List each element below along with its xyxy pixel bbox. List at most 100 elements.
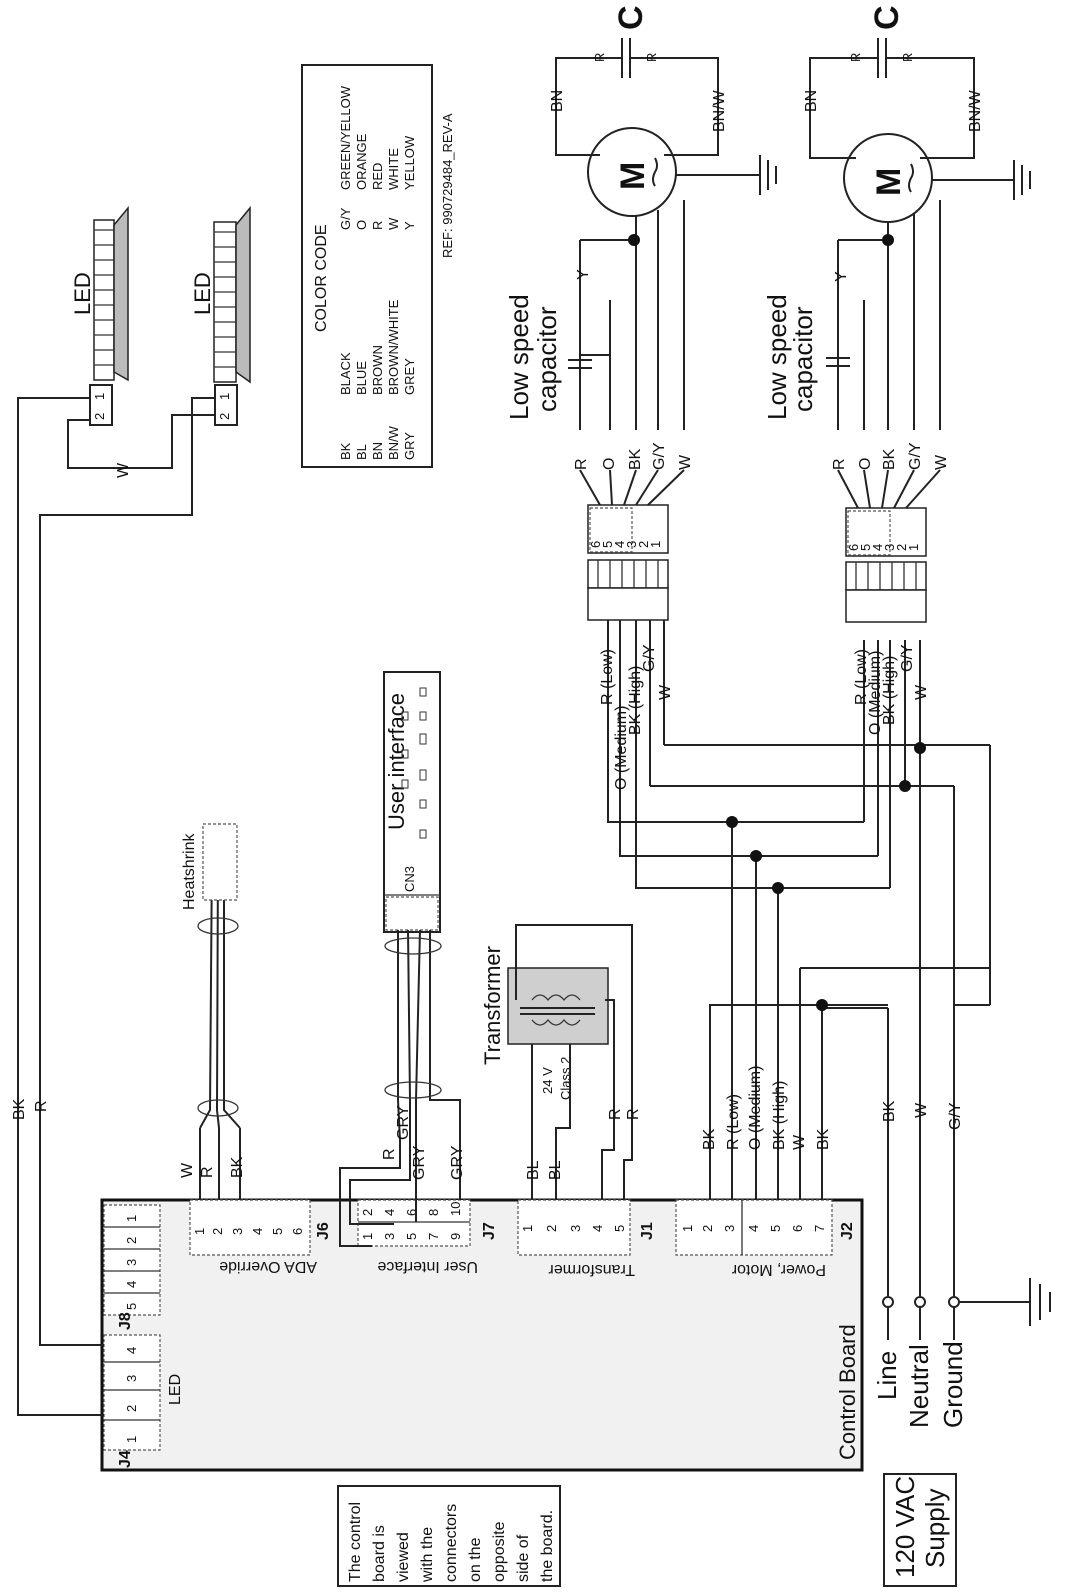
j1-wire-label-bl-1: BL [525, 1160, 542, 1180]
svg-text:the board.: the board. [539, 1510, 556, 1582]
m1-symbol: M [614, 162, 652, 190]
svg-text:with the: with the [419, 1527, 436, 1583]
supply-run-label-w: W [913, 1102, 930, 1118]
m2-pin-4: 4 [870, 544, 885, 551]
supply-box [883, 1473, 957, 1587]
connector-j8: 1 2 3 4 5 J8 [103, 1204, 161, 1330]
led-wire-label-r: R [33, 1100, 50, 1112]
terminal-line-label: Line [872, 1351, 902, 1400]
j7-wires [339, 929, 461, 1247]
m1-pin-6: 6 [588, 541, 603, 548]
j6-pin-3: 3 [230, 1228, 245, 1235]
j4-pin-2: 2 [124, 1405, 139, 1412]
m2-low-speed-1: Low speed [762, 294, 792, 420]
j7-wire-label-gry-3: GRY [449, 1145, 466, 1180]
j2-pin-1: 1 [680, 1225, 695, 1232]
cc-greenyellow: GREEN/YELLOW [338, 85, 353, 190]
m2-pin-1: 1 [906, 544, 921, 551]
cc-gry: GRY [402, 432, 417, 460]
j2-wire-label-r-low: R (Low) [725, 1094, 742, 1150]
terminal-ground-label: Ground [938, 1341, 968, 1428]
j4-pin-3: 3 [124, 1375, 139, 1382]
j2-wire-label-o-medium: O (Medium) [747, 1066, 764, 1150]
cc-orange: ORANGE [354, 133, 369, 190]
m1-pin-1: 1 [648, 541, 663, 548]
j7-pin-10: 10 [448, 1202, 463, 1216]
j2-wire-label-bk-high: BK (High) [771, 1081, 788, 1150]
j8-pin-2: 2 [124, 1237, 139, 1244]
j1-pin-1: 1 [520, 1225, 535, 1232]
j4-pin-4: 4 [124, 1347, 139, 1354]
j2-wire-label-bk-1: BK [701, 1128, 718, 1150]
motor1-bus-label-gy: G/Y [641, 644, 658, 672]
cc-red: RED [370, 163, 385, 190]
junction-dots [726, 742, 926, 1011]
led2-pin-2: 2 [217, 413, 232, 420]
cc-bl: BL [354, 444, 369, 460]
j6-wire-label-bk: BK [229, 1156, 246, 1178]
motor2-bus-label-gy: G/Y [899, 644, 916, 672]
m1-pin-2: 2 [636, 541, 651, 548]
cc-yellow: YELLOW [402, 135, 417, 190]
ground-icon [1029, 1278, 1051, 1326]
m2-bnw-label: BN/W [967, 89, 984, 132]
svg-text:on the: on the [467, 1537, 484, 1582]
m2-pin-6: 6 [846, 544, 861, 551]
j7-pin-9: 9 [448, 1233, 463, 1240]
j6-pin-4: 4 [250, 1228, 265, 1235]
supply-label-line1: 120 VAC [890, 1476, 920, 1578]
m1-harness-bk: BK [627, 448, 644, 470]
supply-run-label-bk: BK [881, 1100, 898, 1122]
j2-pin-5: 5 [768, 1225, 783, 1232]
m1-bnw-label: BN/W [711, 89, 728, 132]
j7-pin-1: 1 [360, 1233, 375, 1240]
j1-wire-label-r-1: R [607, 1108, 624, 1120]
m1-harness-o: O [601, 458, 618, 470]
led-strip-2: 2 1 LED [190, 205, 251, 426]
j1-pin-4: 4 [590, 1225, 605, 1232]
m2-harness-w: W [933, 454, 950, 470]
control-board-title: Control Board [835, 1324, 860, 1460]
j7-pin-6: 6 [404, 1209, 419, 1216]
j6-pin-1: 1 [192, 1228, 207, 1235]
led1-pin-2: 2 [92, 413, 107, 420]
cc-white: WHITE [386, 148, 401, 190]
j4-id: J4 [117, 1450, 134, 1468]
j7-name: User Interface [377, 1258, 478, 1275]
motor2-bus-label-o: O (Medium) [867, 651, 884, 735]
led-wires [17, 397, 215, 1416]
motor1-bus-label-r: R (Low) [599, 649, 616, 705]
j7-pin-8: 8 [426, 1209, 441, 1216]
cc-w: W [386, 217, 401, 230]
m2-bn-label: BN [803, 90, 820, 112]
j6-wires [197, 823, 241, 1200]
led-wire-label-w: W [115, 462, 132, 478]
m1-pin-5: 5 [600, 541, 615, 548]
heatshrink-label: Heatshrink [181, 833, 198, 910]
m2-ground-icon [1013, 160, 1031, 200]
m2-low-speed-2: capacitor [788, 306, 818, 412]
j1-id: J1 [639, 1222, 656, 1240]
m1-bn-label: BN [549, 90, 566, 112]
j7-wire-label-gry-1: GRY [395, 1105, 412, 1140]
m1-cap-r2: R [644, 53, 659, 62]
led1-pin-1: 1 [92, 393, 107, 400]
cc-blue: BLUE [354, 361, 369, 395]
cc-bk: BK [338, 442, 353, 460]
j8-pin-1: 1 [124, 1215, 139, 1222]
j6-pin-2: 2 [210, 1228, 225, 1235]
m2-cap-r2: R [900, 53, 915, 62]
led2-pin-1: 1 [217, 393, 232, 400]
j6-wire-label-w: W [179, 1162, 196, 1178]
j7-pin-5: 5 [404, 1233, 419, 1240]
supply-label-line2: Supply [920, 1489, 950, 1569]
note-box [337, 1485, 561, 1587]
terminal-neutral-label: Neutral [904, 1344, 934, 1428]
motor1-bus-label-bk: BK (High) [627, 666, 644, 735]
user-interface-module: User interface CN3 [383, 671, 441, 933]
connector-j6: 1 2 3 4 5 6 J6 ADA Override [189, 1199, 332, 1275]
ui-title: User interface [384, 693, 409, 830]
j1-pin-5: 5 [612, 1225, 627, 1232]
cc-bn: BN [370, 442, 385, 460]
